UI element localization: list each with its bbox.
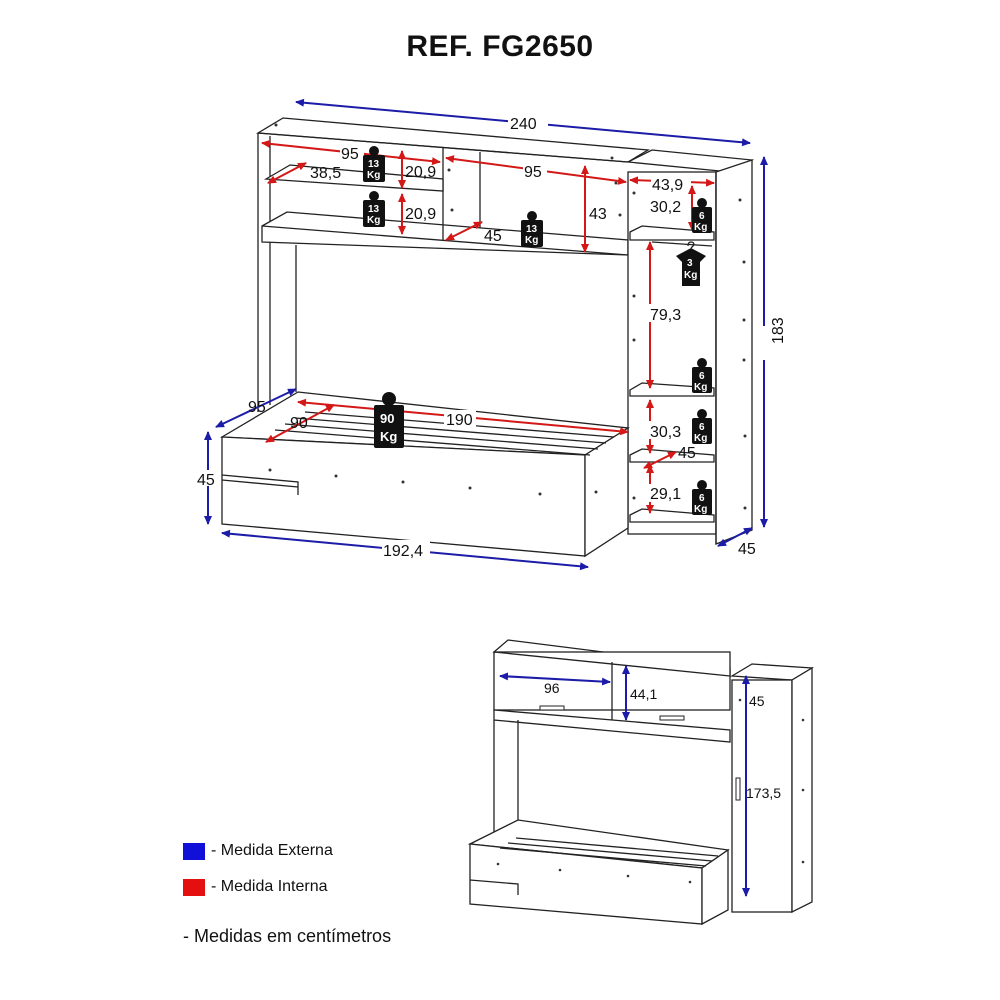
dim-top-mid-depth: 45 bbox=[484, 228, 502, 245]
internal-dimensions: 95 38,5 20,9 20,9 95 43 45 43,9 30,2 79,… bbox=[261, 139, 715, 514]
dim-top-mid-width: 95 bbox=[524, 164, 542, 181]
dim-closet-width: 43,9 bbox=[652, 177, 683, 194]
units-note: - Medidas em centímetros bbox=[183, 926, 392, 946]
dim-closet-width-2: 45 bbox=[749, 693, 765, 709]
svg-text:13: 13 bbox=[368, 204, 380, 215]
dim-bed-width: 192,4 bbox=[383, 543, 423, 560]
svg-text:Kg: Kg bbox=[694, 504, 707, 515]
weight-icon: 13 Kg bbox=[363, 146, 385, 182]
dim-top-left-depth: 38,5 bbox=[310, 165, 341, 182]
svg-text:Kg: Kg bbox=[525, 235, 538, 246]
dim-top-left-width: 95 bbox=[341, 146, 359, 163]
dim-width-total: 240 bbox=[510, 116, 537, 133]
svg-text:90: 90 bbox=[380, 411, 394, 426]
dim-closet-height-2: 173,5 bbox=[746, 785, 781, 801]
dim-closet-hanging: 79,3 bbox=[650, 307, 681, 324]
svg-text:Kg: Kg bbox=[694, 433, 707, 444]
dim-bed-length: 190 bbox=[446, 412, 473, 429]
dim-top-left-h2: 20,9 bbox=[405, 206, 436, 223]
dim-bed-height: 45 bbox=[197, 472, 215, 489]
dim-bed-width-inner: 90 bbox=[290, 415, 308, 432]
dim-closet-bottom-height: 29,1 bbox=[650, 486, 681, 503]
svg-text:6: 6 bbox=[699, 211, 705, 222]
svg-text:6: 6 bbox=[699, 493, 705, 504]
svg-text:3: 3 bbox=[687, 258, 693, 269]
dim-closet-top-height: 30,2 bbox=[650, 199, 681, 216]
svg-text:13: 13 bbox=[368, 159, 380, 170]
dim-closet-depth-inner: 45 bbox=[678, 445, 696, 462]
dim-depth-side: 95 bbox=[248, 399, 266, 416]
weight-icon: 6 Kg bbox=[692, 198, 712, 233]
weight-icons: 13 Kg 13 Kg 13 Kg 6 Kg 3 Kg bbox=[363, 146, 712, 515]
dim-top-mid-height: 43 bbox=[589, 206, 607, 223]
svg-text:Kg: Kg bbox=[694, 382, 707, 393]
svg-text:Kg: Kg bbox=[367, 215, 380, 226]
main-view-structure bbox=[219, 117, 755, 558]
svg-text:Kg: Kg bbox=[684, 270, 697, 281]
dim-top-left-h1: 20,9 bbox=[405, 164, 436, 181]
weight-icon: 90 Kg bbox=[374, 392, 404, 448]
svg-text:Kg: Kg bbox=[380, 429, 397, 444]
svg-text:Kg: Kg bbox=[367, 170, 380, 181]
legend-internal-label: - Medida Interna bbox=[211, 878, 328, 895]
dim-closet-depth: 45 bbox=[738, 541, 756, 558]
dim-closet-mid-height: 30,3 bbox=[650, 424, 681, 441]
legend-external: - Medida Externa bbox=[183, 842, 333, 860]
page-title: REF. FG2650 bbox=[406, 30, 594, 63]
weight-icon: 6 Kg bbox=[692, 409, 712, 444]
weight-icon: 13 Kg bbox=[363, 191, 385, 227]
svg-text:Kg: Kg bbox=[694, 222, 707, 233]
dim-door-height: 44,1 bbox=[630, 686, 657, 702]
weight-icon: 13 Kg bbox=[521, 211, 543, 247]
legend-swatch-red bbox=[183, 878, 205, 896]
weight-icon: 6 Kg bbox=[692, 480, 712, 515]
weight-icon: 6 Kg bbox=[692, 358, 712, 393]
secondary-view: 96 44,1 45 173,5 bbox=[467, 639, 815, 926]
legend-external-label: - Medida Externa bbox=[211, 842, 333, 859]
svg-text:6: 6 bbox=[699, 422, 705, 433]
svg-text:13: 13 bbox=[526, 224, 538, 235]
legend-internal: - Medida Interna bbox=[183, 878, 328, 896]
dim-height-total: 183 bbox=[770, 317, 787, 344]
external-dimensions: 240 183 95 45 192,4 45 bbox=[196, 98, 787, 571]
hanger-icon: 3 Kg bbox=[676, 241, 706, 286]
dim-door-width: 96 bbox=[544, 680, 560, 696]
legend-swatch-blue bbox=[183, 842, 205, 860]
svg-text:6: 6 bbox=[699, 371, 705, 382]
